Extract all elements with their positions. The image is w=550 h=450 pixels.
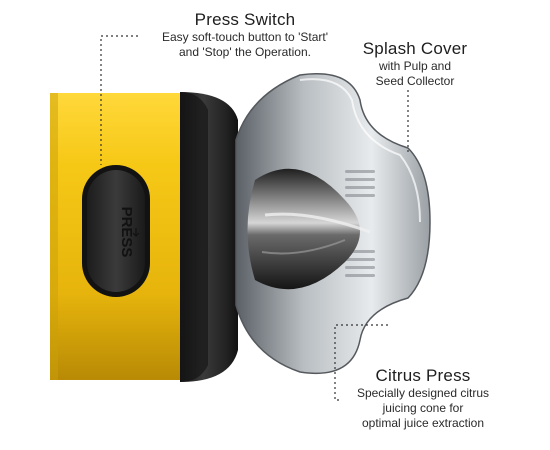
splash-cover-title: Splash Cover [362, 39, 468, 58]
citrus-press-leader [334, 324, 388, 401]
leader-lines [100, 35, 409, 401]
citrus-cone [247, 168, 371, 290]
press-switch-label: Press Switch Easy soft-touch button to '… [150, 10, 340, 60]
press-switch-leader [100, 35, 138, 165]
splash-cover-label: Splash Cover with Pulp and Seed Collecto… [350, 39, 480, 89]
splash-cover-desc-2: Seed Collector [375, 74, 455, 88]
press-button[interactable]: PRESS [82, 165, 150, 297]
splash-cover-desc-1: with Pulp and [378, 59, 452, 73]
arrow-down-icon [132, 228, 140, 237]
motor-ring [180, 92, 238, 382]
press-switch-title: Press Switch [194, 10, 296, 29]
citrus-press-title: Citrus Press [375, 366, 471, 385]
press-switch-desc-1: Easy soft-touch button to 'Start' [161, 30, 328, 44]
citrus-press-desc-1: Specially designed citrus [356, 386, 490, 400]
press-switch-desc-2: and 'Stop' the Operation. [178, 45, 311, 59]
citrus-press-desc-3: optimal juice extraction [361, 416, 485, 430]
press-button-text: PRESS [118, 207, 135, 258]
citrus-press-desc-2: juicing cone for [382, 401, 464, 415]
citrus-press-label: Citrus Press Specially designed citrus j… [343, 366, 503, 431]
